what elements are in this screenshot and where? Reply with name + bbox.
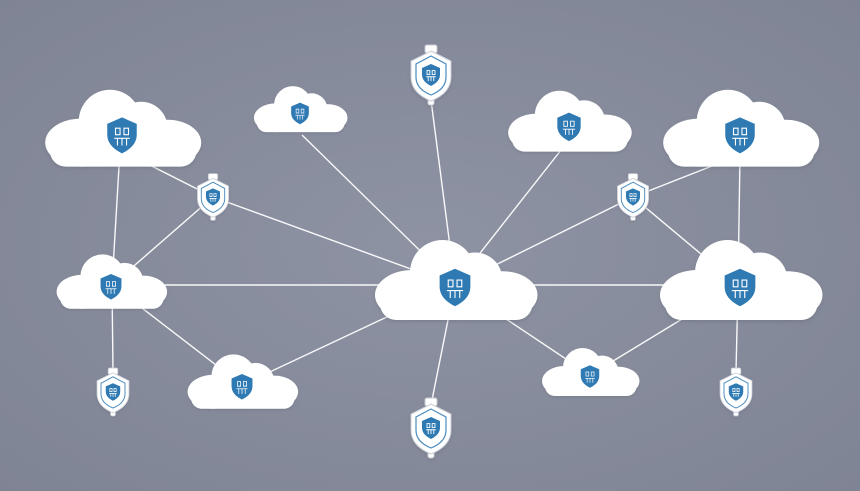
shield-badge-node-badge-top-center <box>410 44 452 106</box>
cloud-node-cloud-top-left <box>45 89 202 167</box>
nodes <box>45 44 823 459</box>
cloud-node-hub <box>375 240 538 320</box>
shield-icon <box>104 381 122 403</box>
cloud-node-cloud-top-right-small <box>508 90 632 152</box>
shield-badge-node-badge-right-upper <box>617 173 649 221</box>
shield-badge-node-badge-left-upper <box>197 173 229 221</box>
shield-icon <box>204 187 222 207</box>
shield-badge-node-badge-bottom-center <box>410 397 452 459</box>
cloud-node-cloud-small-top <box>253 86 348 133</box>
cloud-node-cloud-bottom-right <box>542 348 640 396</box>
shield-icon <box>437 266 473 309</box>
cloud-node-cloud-left-mid <box>56 254 168 309</box>
cloud-node-cloud-right-mid <box>660 240 823 320</box>
shield-icon <box>727 381 745 403</box>
shield-icon <box>723 114 757 156</box>
cloud-node-cloud-bottom-left <box>187 354 299 409</box>
shield-icon <box>420 415 442 441</box>
cloud-node-cloud-top-right <box>663 89 820 167</box>
shield-icon <box>289 101 311 126</box>
shield-icon <box>230 372 254 402</box>
shield-icon <box>420 62 442 88</box>
shield-icon <box>555 110 583 144</box>
shield-badge-node-badge-bottom-left <box>96 367 130 417</box>
shield-icon <box>624 187 642 207</box>
shield-icon <box>722 266 758 309</box>
shield-badge-node-badge-bottom-right <box>719 367 753 417</box>
shield-icon <box>99 272 123 302</box>
shield-icon <box>105 114 139 156</box>
shield-icon <box>579 363 601 390</box>
